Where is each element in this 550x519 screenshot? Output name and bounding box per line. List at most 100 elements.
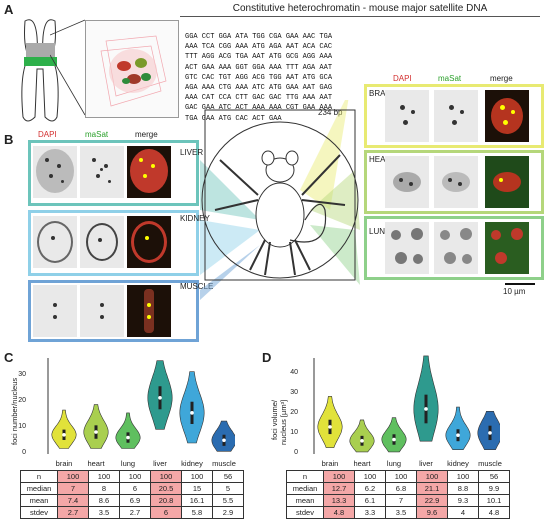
- violin-median-muscle: [488, 431, 492, 435]
- stats-cell: 100: [57, 470, 89, 483]
- violin-median-liver: [158, 395, 162, 400]
- violin-kidney: [445, 406, 471, 450]
- stats-cell: 7.4: [57, 494, 89, 507]
- satellite-sequence: GGA CCT GGA ATA TGG CGA GAA AAC TGA AAA …: [185, 33, 333, 123]
- stats-cell: 56: [478, 470, 510, 483]
- lung-box: [364, 216, 544, 280]
- mouse-vitruvian-illustration: [200, 100, 360, 300]
- stats-cell: 100: [181, 470, 213, 483]
- stats-row-label: mean: [286, 494, 324, 507]
- panel-a-letter: A: [4, 2, 14, 17]
- stats-cell: 13.3: [323, 494, 355, 507]
- heart-box: [364, 150, 544, 214]
- violin-median-brain: [328, 425, 332, 429]
- violin-median-heart: [94, 430, 98, 434]
- violin-median-heart: [360, 438, 364, 443]
- stats-cell: 3.3: [354, 506, 386, 519]
- chart-d-category: brain: [321, 459, 339, 468]
- stats-cell: 6.9: [119, 494, 151, 507]
- stats-cell: 6.1: [354, 494, 386, 507]
- stats-cell: 100: [323, 470, 355, 483]
- scale-bar-label: 10 µm: [503, 287, 526, 296]
- violin-median-lung: [392, 437, 396, 442]
- lung-masat-image: [434, 222, 478, 274]
- brain-box: [364, 84, 544, 148]
- stats-cell: 100: [416, 470, 448, 483]
- stats-cell: 15: [181, 482, 213, 495]
- kidney-box: [28, 210, 199, 276]
- stats-cell: 8.8: [447, 482, 479, 495]
- stats-cell: 6: [150, 506, 182, 519]
- muscle-dapi-image: [33, 285, 77, 337]
- stats-row-label: median: [286, 482, 324, 495]
- chart-c-ytick: 20: [18, 397, 26, 404]
- chart-c-category: muscle: [212, 459, 236, 468]
- stats-row-label: n: [286, 470, 324, 483]
- muscle-box: [28, 280, 199, 342]
- stats-row-label: stdev: [286, 506, 324, 519]
- lung-dapi-image: [385, 222, 429, 274]
- chart-d-category: lung: [386, 459, 402, 468]
- chart-d-ylabel-1: foci volume/: [270, 399, 279, 440]
- masat-header-left: maSat: [85, 130, 109, 139]
- kidney-label: KIDNEY: [180, 214, 210, 223]
- stats-row-label: stdev: [20, 506, 58, 519]
- stats-cell: 12.7: [323, 482, 355, 495]
- stats-cell: 8.6: [88, 494, 120, 507]
- chart-c-category: heart: [87, 459, 105, 468]
- chart-c-ylabel: foci number/nucleus: [10, 377, 19, 445]
- chart-d-violin: [313, 355, 500, 454]
- heart-masat-image: [434, 156, 478, 208]
- masat-header-right: maSat: [438, 74, 462, 83]
- muscle-label: MUSCLE: [180, 282, 214, 291]
- chart-c-category: brain: [55, 459, 73, 468]
- liver-merge-image: [127, 146, 171, 198]
- panel-d-letter: D: [262, 350, 272, 365]
- chromosome-diagram: [21, 19, 59, 122]
- zoom-lines: [50, 19, 86, 116]
- liver-masat-image: [80, 146, 124, 198]
- liver-box: [28, 140, 199, 206]
- chart-d-category: heart: [353, 459, 371, 468]
- violin-median-muscle: [222, 438, 226, 443]
- stats-cell: 9.6: [416, 506, 448, 519]
- violin-median-liver: [424, 407, 428, 411]
- chart-c-ytick: 30: [18, 371, 26, 378]
- kidney-masat-image: [80, 216, 124, 268]
- brain-dapi-image: [385, 90, 429, 142]
- heart-dapi-image: [385, 156, 429, 208]
- dapi-header-left: DAPI: [38, 130, 57, 139]
- chart-d-ytick: 10: [290, 429, 298, 436]
- stats-cell: 100: [447, 470, 479, 483]
- liver-dapi-image: [33, 146, 77, 198]
- stats-cell: 3.5: [88, 506, 120, 519]
- stats-cell: 3.5: [385, 506, 417, 519]
- stats-cell: 100: [354, 470, 386, 483]
- stats-cell: 9.9: [478, 482, 510, 495]
- chart-d-category: muscle: [478, 459, 502, 468]
- stats-cell: 2.9: [212, 506, 244, 519]
- panel-b-letter: B: [4, 132, 14, 147]
- stats-cell: 100: [119, 470, 151, 483]
- brain-merge-image: [485, 90, 529, 142]
- stats-cell: 2.7: [57, 506, 89, 519]
- stats-cell: 56: [212, 470, 244, 483]
- chart-d-category: liver: [419, 459, 433, 468]
- muscle-masat-image: [80, 285, 124, 337]
- stats-cell: 20.8: [150, 494, 182, 507]
- violin-median-lung: [126, 435, 130, 440]
- stats-cell: 7: [57, 482, 89, 495]
- chart-c-category: liver: [153, 459, 167, 468]
- stats-row-label: median: [20, 482, 58, 495]
- stats-cell: 7: [385, 494, 417, 507]
- violin-median-kidney: [190, 411, 194, 415]
- stats-cell: 8: [88, 482, 120, 495]
- chart-c-category: lung: [120, 459, 136, 468]
- stats-cell: 100: [385, 470, 417, 483]
- stats-cell: 100: [88, 470, 120, 483]
